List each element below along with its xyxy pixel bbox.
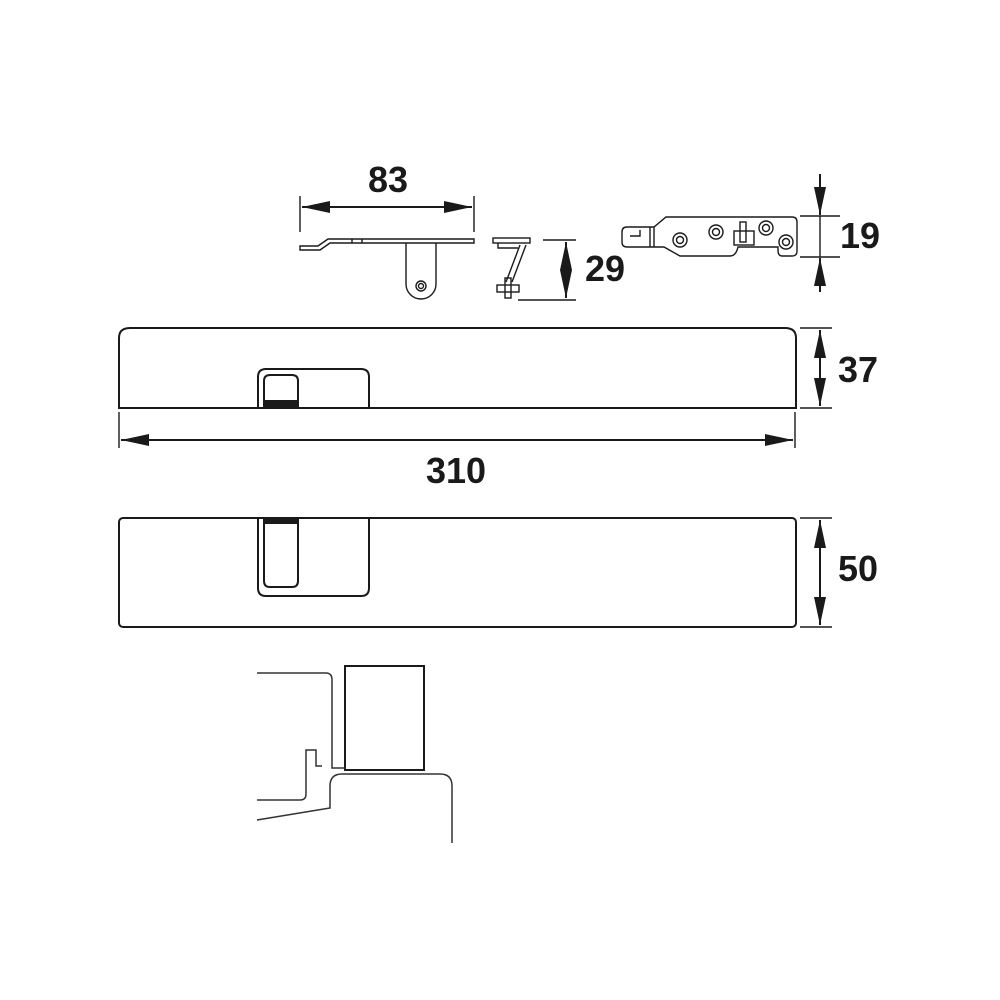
dimension-label-83: 83: [368, 159, 408, 200]
dimension-label-19: 19: [840, 215, 880, 256]
dimension-label-50: 50: [838, 548, 878, 589]
profile-top-view: [118, 327, 797, 409]
dimension-19: 19: [800, 174, 880, 292]
dimension-label-29: 29: [585, 248, 625, 289]
hinge-plate-part: [621, 216, 798, 257]
link-part: [492, 237, 531, 299]
dimension-label-37: 37: [838, 349, 878, 390]
dimension-29: 29: [518, 239, 625, 301]
dimension-label-310: 310: [426, 450, 486, 491]
profile-front-view: [118, 517, 797, 628]
dimension-50: 50: [800, 517, 878, 628]
strike-plate-part: [299, 238, 475, 300]
dimension-37: 37: [800, 327, 878, 409]
dimension-83: 83: [299, 159, 475, 232]
dimension-310: 310: [118, 412, 796, 491]
installation-section-detail: [256, 665, 453, 843]
